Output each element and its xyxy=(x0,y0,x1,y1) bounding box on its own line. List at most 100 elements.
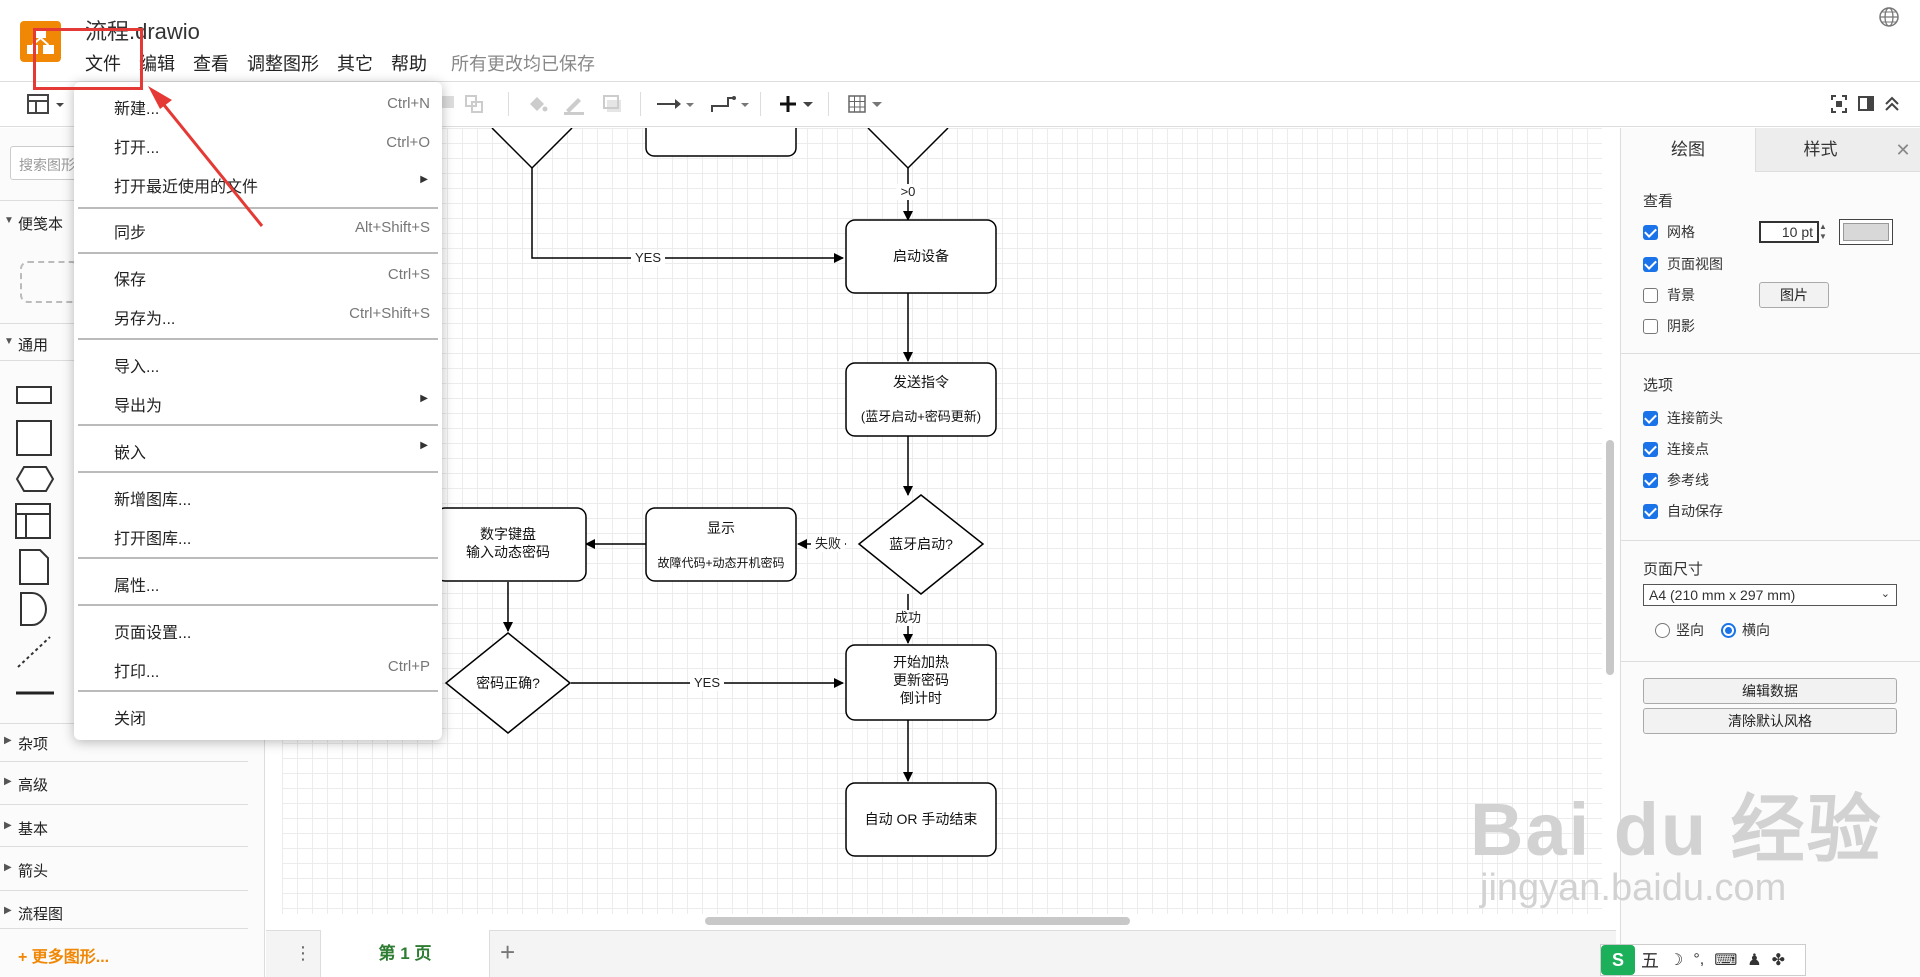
section-flowchart[interactable]: ▶流程图 xyxy=(4,905,64,923)
table-icon[interactable] xyxy=(847,92,887,120)
edge-label-yes: YES xyxy=(635,250,661,265)
menu-file[interactable]: 文件 xyxy=(85,54,121,74)
section-misc[interactable]: ▶杂项 xyxy=(4,735,49,753)
format-panel: 绘图 样式 ✕ 查看 网格 10 pt ▲▼ 页面视图 背景 图片 阴影 选项 … xyxy=(1620,128,1920,977)
menu-item-properties[interactable]: 属性... xyxy=(114,578,160,595)
insert-plus-icon[interactable] xyxy=(778,92,818,120)
section-advanced[interactable]: ▶高级 xyxy=(4,776,49,794)
node-end[interactable]: 自动 OR 手动结束 xyxy=(845,782,997,857)
dashed-line-shape-icon[interactable] xyxy=(16,633,56,673)
page-tab-1[interactable]: 第 1 页 xyxy=(320,930,490,977)
menu-item-save-as[interactable]: 另存为...Ctrl+Shift+S xyxy=(114,305,430,328)
duplicate-icon[interactable] xyxy=(440,92,490,120)
rectangle-shape-icon[interactable] xyxy=(16,386,52,404)
close-panel-icon[interactable]: ✕ xyxy=(1885,128,1920,172)
document-title[interactable]: 流程.drawio xyxy=(85,19,200,44)
edge-label-fail: 失败 xyxy=(815,536,841,551)
square-shape-icon[interactable] xyxy=(16,420,52,456)
connection-points-checkbox[interactable]: 连接点 xyxy=(1643,439,1709,459)
section-general[interactable]: ▼ 通用 xyxy=(4,336,49,354)
grid-color-swatch[interactable] xyxy=(1839,219,1893,245)
fullscreen-icon[interactable] xyxy=(1830,92,1848,120)
autosave-checkbox[interactable]: 自动保存 xyxy=(1643,501,1723,521)
hexagon-shape-icon[interactable] xyxy=(14,464,56,494)
fill-color-icon[interactable] xyxy=(525,92,549,120)
menu-item-import[interactable]: 导入... xyxy=(114,359,160,376)
grid-size-stepper[interactable]: ▲▼ xyxy=(1819,222,1827,241)
menu-item-embed[interactable]: 嵌入▶ xyxy=(114,440,428,462)
menu-item-page-setup[interactable]: 页面设置... xyxy=(114,625,192,642)
grid-size-input[interactable]: 10 pt xyxy=(1759,221,1819,243)
partial-decision-node-right[interactable] xyxy=(867,128,949,170)
grid-checkbox[interactable]: 网格 xyxy=(1643,222,1695,242)
section-basic[interactable]: ▶基本 xyxy=(4,820,49,838)
shadow-icon[interactable] xyxy=(600,92,624,120)
menu-edit[interactable]: 编辑 xyxy=(139,54,175,74)
page-size-select[interactable]: A4 (210 mm x 297 mm) ⌄ xyxy=(1643,584,1897,606)
guides-checkbox[interactable]: 参考线 xyxy=(1643,470,1709,490)
globe-icon[interactable] xyxy=(1878,6,1900,32)
node-start-device[interactable]: 启动设备 xyxy=(845,219,997,294)
line-shape-icon[interactable] xyxy=(16,683,56,703)
menu-item-export-as[interactable]: 导出为▶ xyxy=(114,393,428,415)
tab-style[interactable]: 样式 xyxy=(1755,128,1885,172)
moon-icon[interactable]: ☽ xyxy=(1669,952,1684,969)
menu-item-new-library[interactable]: 新增图库... xyxy=(114,492,192,509)
grid-menu-icon[interactable]: ✤ xyxy=(1771,952,1786,969)
half-circle-shape-icon[interactable] xyxy=(18,590,52,630)
shadow-checkbox[interactable]: 阴影 xyxy=(1643,316,1695,336)
page-view-checkbox[interactable]: 页面视图 xyxy=(1643,254,1723,274)
format-panel-icon[interactable] xyxy=(26,92,66,120)
ime-mode-label[interactable]: 五 xyxy=(1641,951,1659,971)
background-image-button[interactable]: 图片 xyxy=(1759,282,1829,308)
portrait-radio[interactable]: 竖向 xyxy=(1655,620,1704,640)
menu-item-print[interactable]: 打印...Ctrl+P xyxy=(114,658,430,681)
connection-arrow-icon[interactable] xyxy=(655,92,695,120)
connection-arrows-checkbox[interactable]: 连接箭头 xyxy=(1643,408,1723,428)
menu-item-open-library[interactable]: 打开图库... xyxy=(114,531,192,548)
edge-yes-to-start[interactable] xyxy=(531,168,844,263)
menu-arrange[interactable]: 调整图形 xyxy=(247,54,319,74)
add-page-button[interactable]: + xyxy=(500,937,516,967)
more-shapes-link[interactable]: + 更多图形... xyxy=(18,949,110,966)
format-panel-toggle-icon[interactable] xyxy=(1857,92,1875,120)
vertical-scrollbar[interactable] xyxy=(1606,440,1614,675)
tab-diagram[interactable]: 绘图 xyxy=(1621,128,1755,172)
user-icon[interactable]: ♟ xyxy=(1747,952,1762,969)
landscape-radio[interactable]: 横向 xyxy=(1721,620,1770,640)
menu-help[interactable]: 帮助 xyxy=(391,54,427,74)
node-display[interactable]: 显示 故障代码+动态开机密码 xyxy=(645,507,797,582)
section-scratchpad[interactable]: ▼ 便笺本 xyxy=(4,215,64,233)
node-bluetooth-check[interactable]: 蓝牙启动? xyxy=(857,494,985,595)
keyboard-icon[interactable]: ⌨ xyxy=(1714,952,1738,969)
clear-default-style-button[interactable]: 清除默认风格 xyxy=(1643,708,1897,734)
menu-view[interactable]: 查看 xyxy=(193,54,229,74)
node-send-command[interactable]: 发送指令 (蓝牙启动+密码更新) xyxy=(845,362,997,437)
node-heating[interactable]: 开始加热 更新密码 倒计时 xyxy=(845,644,997,721)
container-shape-icon[interactable] xyxy=(14,502,54,542)
menu-item-new[interactable]: 新建...Ctrl+N xyxy=(114,95,430,118)
document-shape-icon[interactable] xyxy=(18,548,52,588)
menu-item-open-recent[interactable]: 打开最近使用的文件▶ xyxy=(114,174,428,196)
collapse-toolbar-icon[interactable] xyxy=(1883,92,1901,120)
scratchpad-drop-area[interactable] xyxy=(20,261,80,303)
menu-extras[interactable]: 其它 xyxy=(337,54,373,74)
horizontal-scrollbar[interactable] xyxy=(705,917,1130,925)
menu-item-close[interactable]: 关闭 xyxy=(114,711,147,728)
edit-data-button[interactable]: 编辑数据 xyxy=(1643,678,1897,704)
punctuation-icon[interactable]: °, xyxy=(1693,951,1705,968)
ime-toolbar[interactable]: S 五 ☽ °, ⌨ ♟ ✤ xyxy=(1600,944,1806,976)
node-keypad[interactable]: 数字键盘 输入动态密码 xyxy=(435,507,587,582)
node-password-check[interactable]: 密码正确? xyxy=(444,632,572,734)
partial-decision-node-left[interactable] xyxy=(491,128,573,170)
section-arrows[interactable]: ▶箭头 xyxy=(4,862,49,880)
diagram-canvas[interactable]: YES >0 失败 成功 YES 启动设备 xyxy=(266,128,1616,914)
partial-process-node[interactable] xyxy=(645,128,797,157)
background-checkbox[interactable]: 背景 xyxy=(1643,285,1695,305)
line-color-icon[interactable] xyxy=(562,92,586,120)
waypoints-icon[interactable] xyxy=(710,92,750,120)
menu-item-open[interactable]: 打开...Ctrl+O xyxy=(114,134,430,157)
pages-menu-icon[interactable]: ⋮ xyxy=(294,943,312,963)
